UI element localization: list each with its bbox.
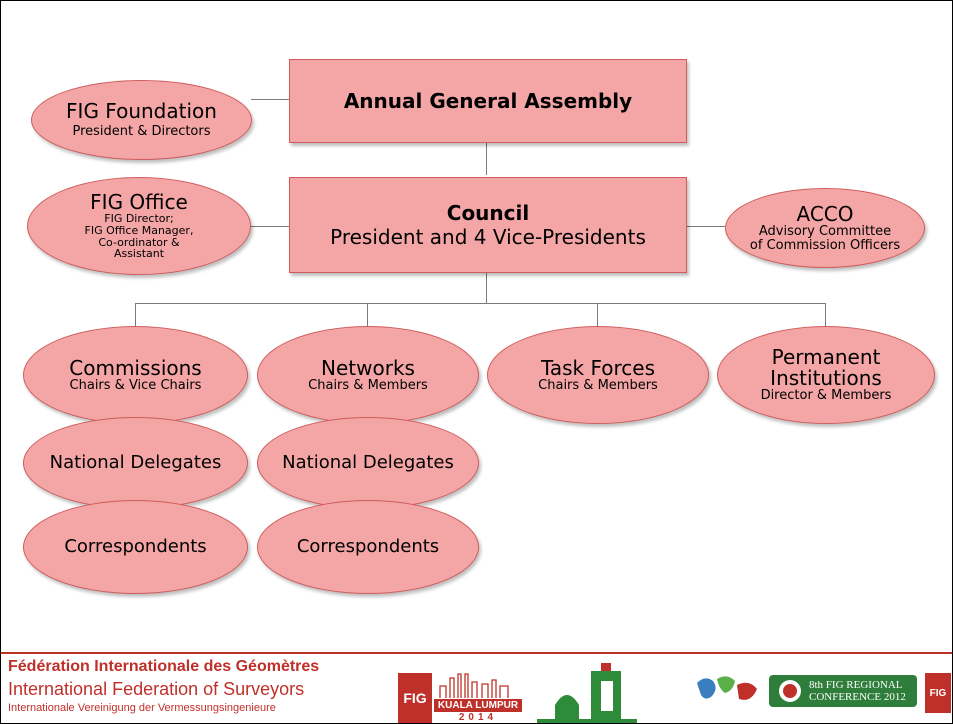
connector-drop-taskforces — [597, 303, 598, 326]
fig-office-title: FIG Office — [90, 190, 188, 215]
connector-council-trunk — [486, 271, 487, 303]
acco-line-1: Advisory Committee — [758, 223, 892, 239]
task-forces-subtitle: Chairs & Members — [538, 377, 658, 393]
regional-conference-line-2: CONFERENCE 2012 — [809, 691, 906, 703]
fig-small-logo: FIG — [925, 673, 951, 713]
kuala-lumpur-title: KUALA LUMPUR — [433, 699, 523, 712]
annual-general-assembly-box: Annual General Assembly — [289, 59, 687, 143]
permanent-institutions-ellipse: Permanent Institutions Director & Member… — [717, 326, 935, 424]
connector-foundation-assembly — [251, 99, 289, 100]
fig-office-line-1: FIG Director; — [104, 212, 174, 226]
kuala-lumpur-logo: KUALA LUMPUR 2014 — [433, 661, 523, 723]
fig-office-line-3: Co-ordinator & — [98, 235, 180, 249]
council-title: Council — [446, 201, 530, 225]
globe-logo — [691, 671, 763, 711]
fig-foundation-title: FIG Foundation — [66, 99, 217, 124]
fig-office-ellipse: FIG Office FIG Director; FIG Office Mana… — [27, 177, 251, 275]
fig-small-logo-text: FIG — [929, 687, 947, 699]
networks-national-delegates-ellipse: National Delegates — [257, 417, 479, 509]
commissions-national-delegates-label: National Delegates — [49, 451, 222, 473]
connector-horizontal-bus — [135, 303, 825, 304]
regional-conference-logo: 8th FIG REGIONAL CONFERENCE 2012 — [769, 675, 917, 707]
permanent-institutions-title-1: Permanent — [771, 345, 881, 370]
permanent-institutions-title-2: Institutions — [770, 366, 882, 391]
kuala-lumpur-year: 2014 — [458, 712, 498, 723]
task-forces-ellipse: Task Forces Chairs & Members — [487, 326, 709, 424]
council-subtitle: President and 4 Vice-Presidents — [330, 225, 646, 249]
networks-national-delegates-label: National Delegates — [282, 451, 454, 473]
commissions-subtitle: Chairs & Vice Chairs — [69, 377, 202, 393]
footer-line-3: Internationale Vereinigung der Vermessun… — [8, 702, 276, 714]
task-forces-title: Task Forces — [540, 355, 656, 380]
footer-line-2: International Federation of Surveyors — [8, 679, 305, 699]
commissions-national-delegates-ellipse: National Delegates — [23, 417, 248, 509]
connector-drop-commissions — [135, 303, 136, 326]
fig-logo: FIG — [398, 673, 432, 723]
fig-office-line-4: Assistant — [113, 247, 165, 261]
footer-rule — [1, 652, 952, 654]
commissions-title: Commissions — [69, 355, 202, 380]
acco-title: ACCO — [796, 201, 854, 226]
commissions-correspondents-label: Correspondents — [64, 535, 207, 557]
networks-ellipse: Networks Chairs & Members — [257, 326, 479, 424]
networks-subtitle: Chairs & Members — [308, 377, 428, 393]
regional-conference-line-1: 8th FIG REGIONAL — [809, 678, 903, 691]
footer-line-1: Fédération Internationale des Géomètres — [8, 658, 320, 675]
connector-drop-permanent — [825, 303, 826, 326]
working-week-logo — [529, 659, 649, 723]
fig-foundation-subtitle: President & Directors — [72, 124, 211, 140]
commissions-correspondents-ellipse: Correspondents — [23, 500, 248, 594]
working-week-building-icon — [537, 663, 637, 723]
acco-ellipse: ACCO Advisory Committee of Commission Of… — [725, 188, 925, 268]
fig-foundation-ellipse: FIG Foundation President & Directors — [31, 80, 252, 160]
annual-general-assembly-title: Annual General Assembly — [343, 89, 633, 113]
networks-correspondents-ellipse: Correspondents — [257, 500, 479, 594]
networks-correspondents-label: Correspondents — [296, 535, 440, 557]
kuala-lumpur-skyline-icon — [439, 673, 509, 698]
regional-conference-emblem-icon — [779, 680, 801, 702]
connector-assembly-council — [486, 143, 487, 175]
networks-title: Networks — [321, 355, 415, 380]
permanent-institutions-subtitle: Director & Members — [760, 388, 892, 404]
fig-office-line-2: FIG Office Manager, — [84, 223, 194, 237]
connector-office-council — [249, 226, 289, 227]
connector-council-acco — [685, 226, 725, 227]
fig-logo-text: FIG — [403, 690, 427, 706]
world-map-icon — [697, 676, 757, 700]
connector-drop-networks — [367, 303, 368, 326]
commissions-ellipse: Commissions Chairs & Vice Chairs — [23, 326, 248, 424]
council-box: Council President and 4 Vice-Presidents — [289, 177, 687, 273]
acco-line-2: of Commission Officers — [749, 237, 901, 253]
